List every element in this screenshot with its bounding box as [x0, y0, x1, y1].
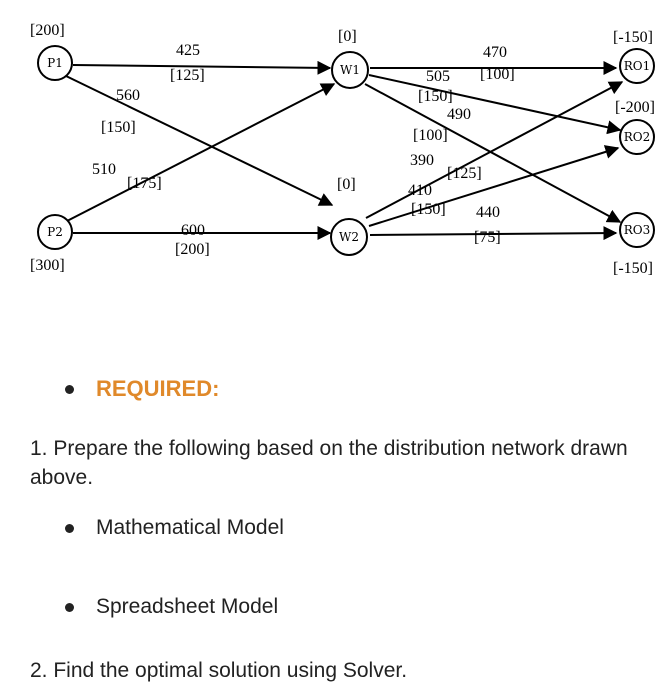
node-w1 [331, 51, 369, 89]
sub-item-label: Spreadsheet Model [96, 595, 279, 618]
demand-ro1: [-150] [613, 29, 653, 46]
arc-p1-w1-cap: [125] [170, 67, 205, 84]
arc-w1-ro1-cost: 470 [483, 44, 507, 61]
sub-item-label: Mathematical Model [96, 516, 284, 539]
arc-w1-ro3-cost: 490 [447, 106, 471, 123]
node-p1 [37, 45, 73, 81]
arc-p2-w2-cost: 600 [181, 222, 205, 239]
arc-w2-ro2-cost: 410 [408, 182, 432, 199]
sub-item-mathematical-model: Mathematical Model [65, 516, 284, 540]
arc-w1-ro3-cap: [100] [413, 127, 448, 144]
arc-w1-ro2-cost: 505 [426, 68, 450, 85]
node-ro3 [619, 212, 655, 248]
node-ro2 [619, 119, 655, 155]
arc-w1-ro2-cap: [150] [418, 88, 453, 105]
supply-p1: [200] [30, 22, 65, 39]
bullet-icon [65, 523, 74, 533]
arc-w1-ro1-cap: [100] [480, 66, 515, 83]
arc-p1-w2-cap: [150] [101, 119, 136, 136]
question-2: 2. Find the optimal solution using Solve… [30, 659, 408, 682]
supply-p2: [300] [30, 257, 65, 274]
arc-p2-w2-cap: [200] [175, 241, 210, 258]
bullet-icon [65, 384, 74, 394]
node-p2-label: P2 [47, 225, 63, 239]
node-p1-label: P1 [47, 56, 63, 70]
demand-ro3: [-150] [613, 260, 653, 277]
node-ro3-label: RO3 [624, 223, 651, 237]
arc-w2-ro1-cost: 390 [410, 152, 434, 169]
required-heading: REQUIRED: [65, 376, 219, 402]
arc-p1-w1 [72, 60, 332, 75]
arc-w2-ro3-cost: 440 [476, 204, 500, 221]
arc-w2-ro2 [368, 145, 620, 227]
question-1: 1. Prepare the following based on the di… [30, 437, 628, 489]
arc-w1-ro3 [364, 83, 622, 223]
required-label: REQUIRED: [96, 376, 220, 401]
arc-p1-w2 [65, 75, 334, 206]
distribution-network-diagram: P1 P2 W1 W2 RO1 RO2 RO3 [200] [300] [0] … [30, 22, 655, 277]
demand-ro2: [-200] [615, 99, 655, 116]
node-ro1 [619, 48, 655, 84]
arc-p1-w1-cost: 425 [176, 42, 200, 59]
node-w2-label: W2 [339, 230, 359, 244]
supply-w2: [0] [337, 176, 356, 193]
arc-w2-ro3-cap: [75] [474, 229, 501, 246]
node-w2 [330, 218, 368, 256]
arc-p2-w1-cost: 510 [92, 161, 116, 178]
supply-w1: [0] [338, 28, 357, 45]
node-w1-label: W1 [340, 63, 360, 77]
node-ro2-label: RO2 [624, 130, 651, 144]
arc-p2-w1-cap: [175] [127, 175, 162, 192]
bullet-icon [65, 602, 74, 612]
arc-w2-ro1 [365, 81, 624, 219]
arc-p2-w1 [66, 83, 336, 222]
node-p2 [37, 214, 73, 250]
arc-w1-ro2 [368, 74, 622, 135]
node-ro1-label: RO1 [624, 59, 651, 73]
arc-p1-w2-cost: 560 [116, 87, 140, 104]
arc-w2-ro2-cap: [150] [411, 201, 446, 218]
arc-w2-ro1-cap: [125] [447, 165, 482, 182]
sub-item-spreadsheet-model: Spreadsheet Model [65, 595, 278, 619]
arc-w2-ro3 [369, 226, 618, 241]
